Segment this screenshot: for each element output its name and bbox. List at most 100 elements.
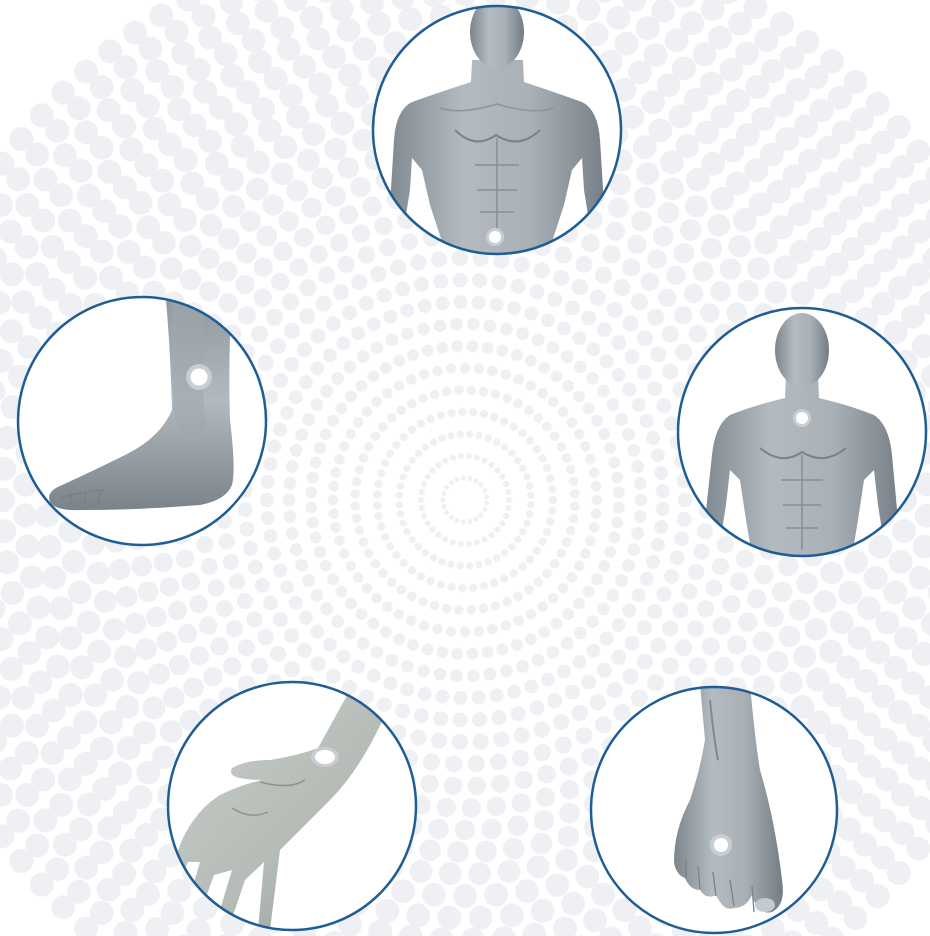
bg-dot: [558, 583, 569, 594]
bg-dot: [417, 665, 430, 678]
bg-dot: [382, 602, 393, 613]
bg-dot: [491, 601, 501, 611]
bg-dot: [507, 685, 521, 699]
bg-dot: [467, 340, 479, 352]
bg-dot: [534, 744, 551, 761]
bg-dot: [482, 507, 487, 512]
bg-dot: [634, 510, 647, 523]
bg-dot: [263, 457, 277, 471]
bg-dot: [484, 558, 491, 565]
bg-dot: [238, 502, 253, 517]
bg-dot: [651, 448, 665, 462]
bg-dot: [442, 604, 452, 614]
bg-dot: [421, 481, 427, 487]
bg-dot: [393, 355, 405, 367]
bg-dot: [427, 577, 435, 585]
bg-dot: [487, 624, 498, 635]
bg-dot: [529, 701, 544, 716]
bg-dot: [33, 168, 57, 192]
bg-dot: [565, 685, 580, 700]
bg-dot: [309, 245, 327, 263]
bg-dot: [327, 415, 339, 427]
bg-dot: [612, 368, 626, 382]
bg-dot: [680, 11, 704, 35]
bg-dot: [345, 561, 356, 572]
bg-dot: [345, 84, 369, 108]
bg-dot: [415, 543, 422, 550]
bg-dot: [600, 631, 614, 645]
bg-dot: [674, 531, 689, 546]
bg-dot: [551, 370, 563, 382]
bg-dot: [205, 152, 229, 176]
bg-dot: [299, 308, 315, 324]
bg-dot: [500, 903, 524, 927]
bg-dot: [654, 466, 668, 480]
bg-dot: [294, 228, 313, 247]
bg-dot: [524, 680, 538, 694]
bg-dot: [77, 184, 101, 208]
bg-dot: [547, 693, 562, 708]
bg-dot: [350, 501, 360, 511]
bg-dot: [622, 604, 636, 618]
bg-dot: [631, 460, 644, 473]
bg-dot: [567, 417, 578, 428]
bg-dot: [513, 399, 523, 409]
bg-dot: [494, 527, 500, 533]
bg-dot: [171, 42, 195, 66]
bg-dot: [454, 691, 468, 705]
bg-dot: [484, 494, 489, 499]
bg-dot: [547, 292, 562, 307]
bg-dot: [570, 489, 580, 499]
bg-dot: [286, 105, 310, 129]
bg-dot: [422, 883, 446, 907]
bg-dot: [726, 88, 750, 112]
bg-dot: [120, 78, 144, 102]
bg-dot: [469, 906, 493, 930]
bg-dot: [0, 319, 23, 343]
bg-dot: [359, 453, 369, 463]
bg-dot: [546, 517, 554, 525]
bg-dot: [400, 433, 408, 441]
bg-dot: [622, 383, 636, 397]
bg-dot: [595, 267, 612, 284]
bg-dot: [640, 572, 654, 586]
bg-dot: [367, 618, 379, 630]
bg-dot: [442, 504, 447, 509]
bg-dot: [908, 566, 930, 590]
bg-dot: [429, 527, 435, 533]
bg-dot: [538, 626, 550, 638]
bg-dot: [549, 496, 557, 504]
bg-dot: [58, 767, 82, 791]
bg-dot: [492, 926, 516, 936]
bg-dot: [251, 657, 268, 674]
bg-dot: [444, 510, 449, 515]
bg-dot: [25, 262, 49, 286]
bg-dot: [189, 595, 207, 613]
bg-dot: [666, 266, 685, 285]
bg-dot: [352, 129, 375, 152]
bg-dot: [226, 11, 250, 35]
bg-dot: [452, 340, 464, 352]
bg-dot: [247, 611, 263, 627]
bg-dot: [418, 597, 428, 607]
bg-dot: [469, 583, 477, 591]
bg-dot: [514, 257, 530, 273]
bg-dot: [371, 646, 384, 659]
bg-dot: [351, 274, 367, 290]
bg-dot: [534, 262, 550, 278]
bg-dot: [408, 426, 416, 434]
bg-dot: [537, 765, 555, 783]
bg-dot: [99, 710, 123, 734]
bg-dot: [843, 906, 867, 930]
bg-dot: [479, 387, 489, 397]
bg-dot: [284, 628, 299, 643]
bg-dot: [538, 362, 550, 374]
bg-dot: [575, 256, 592, 273]
bg-dot: [238, 639, 255, 656]
bg-dot: [581, 234, 599, 252]
bg-dot: [469, 408, 477, 416]
bg-dot: [672, 0, 696, 8]
bg-dot: [334, 536, 345, 547]
bg-dot: [906, 139, 930, 163]
bg-dot: [374, 217, 392, 235]
